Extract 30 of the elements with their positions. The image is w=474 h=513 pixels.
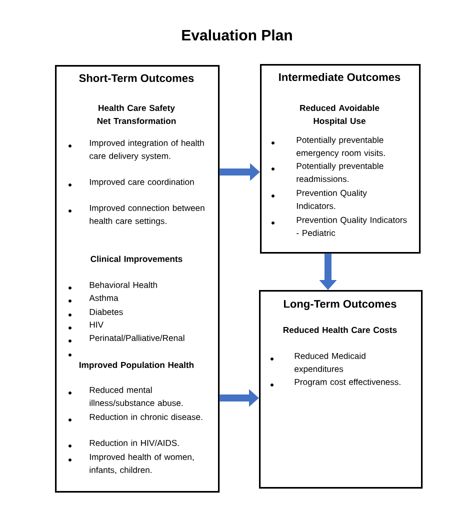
box-heading: Intermediate Outcomes xyxy=(279,72,400,82)
outcome-box xyxy=(260,64,421,254)
bullet-item: Potentially preventable emergency room visits. xyxy=(272,136,385,158)
outcome-box xyxy=(55,65,220,493)
bullet-item: Program cost effectiveness. xyxy=(270,378,400,387)
subheading: Health Care Safety Net Transformation xyxy=(97,104,176,124)
bullet-item: HIV xyxy=(68,322,104,330)
subheading: Reduced Avoidable Hospital Use xyxy=(300,104,380,126)
bullet-item: Improved health of women, infants, children. xyxy=(68,454,194,474)
bullet-item: Improved care coordination xyxy=(68,178,194,187)
bullet-item: Potentially preventable readmissions. xyxy=(272,162,384,182)
bullet-item: Perinatal/Palliative/Renal xyxy=(68,334,184,342)
bullet-item: Behavioral Health xyxy=(68,282,157,290)
subheading: Reduced Health Care Costs xyxy=(283,326,397,334)
bullet-item: Reduced Medicaid expenditures xyxy=(270,352,366,374)
subheading: Improved Population Health xyxy=(80,362,194,370)
bullet-item: Reduction in chronic disease. xyxy=(68,414,202,422)
box-heading: Short-Term Outcomes xyxy=(79,74,194,82)
subheading: Clinical Improvements xyxy=(90,256,182,264)
bullet-item: Prevention Quality Indicators - Pediatric xyxy=(272,216,407,236)
outcome-box xyxy=(259,290,423,489)
bullet-item: Prevention Quality Indicators. xyxy=(272,190,367,209)
bullet-item: Asthma xyxy=(68,294,118,302)
bullet-item: Improved integration of health care delivery system. xyxy=(68,140,204,161)
bullet-item: Reduced mental illness/substance abuse. xyxy=(68,386,183,406)
bullet-item: Diabetes xyxy=(68,308,123,316)
title: Evaluation Plan xyxy=(182,30,292,40)
bullet-item: Improved connection between health care settings. xyxy=(68,204,204,226)
box-heading: Long-Term Outcomes xyxy=(284,300,396,310)
bullet-item: Reduction in HIV/AIDS. xyxy=(68,440,179,448)
